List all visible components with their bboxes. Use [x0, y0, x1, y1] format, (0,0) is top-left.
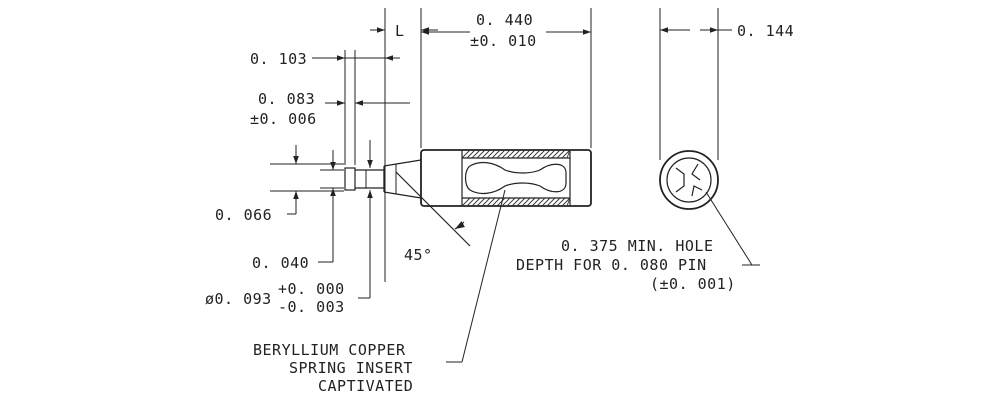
insert-note-line3: CAPTIVATED [318, 377, 413, 395]
hatch-line [561, 149, 571, 159]
insert-note-line2: SPRING INSERT [289, 359, 413, 377]
hatch-line [546, 197, 556, 207]
end-view-outer [659, 150, 719, 210]
dim-0083-tol: ±0. 006 [250, 110, 317, 128]
dim-body-length-tol: ±0. 010 [470, 32, 537, 50]
hatch-line [476, 197, 486, 207]
dim-body-diameter: 0. 144 [737, 22, 794, 40]
hole-note-line2: DEPTH FOR 0. 080 PIN [516, 256, 707, 274]
hatch-line [551, 149, 561, 159]
hatch-line [526, 149, 536, 159]
hatch-line [486, 197, 496, 207]
hatch-line [521, 197, 531, 207]
hatch-line [556, 197, 566, 207]
hatch-line [471, 197, 481, 207]
hatch-line [481, 149, 491, 159]
chamfer-line [395, 171, 471, 247]
hatch-line [476, 149, 486, 159]
dim-length-label: L [395, 22, 405, 40]
hatch-line [546, 149, 556, 159]
end-view-bore [666, 157, 712, 203]
hatch-line [511, 197, 521, 207]
hatch-line [531, 149, 541, 159]
hatch-line [506, 197, 516, 207]
hatch-line [496, 197, 506, 207]
hatch-line [516, 197, 526, 207]
hatch-line [466, 149, 476, 159]
hatch-line [536, 149, 546, 159]
hatch-line [491, 149, 501, 159]
hatch-line [491, 197, 501, 207]
pin-shank [355, 169, 385, 189]
hatch-line [496, 149, 506, 159]
spring-insert-shape [464, 161, 567, 195]
hatch-line [561, 197, 571, 207]
hatch-line [461, 197, 471, 207]
end-view: 0. 144 0. 375 MIN. HOLE DEPTH FOR 0. 080… [516, 8, 794, 293]
hatch-line [501, 149, 511, 159]
dim-pin-diameter-tol-plus: +0. 000 [278, 280, 345, 298]
hatch-line [566, 197, 571, 207]
dim-pin-diameter: ø0. 093 [205, 290, 272, 308]
hatch-line [541, 149, 551, 159]
dim-pin-diameter-tol-minus: -0. 003 [278, 298, 345, 316]
hatch-line [556, 149, 566, 159]
pin-tip [344, 167, 356, 191]
hatch-line [531, 197, 541, 207]
chamfer-angle-label: 45° [404, 246, 433, 264]
dim-0083: 0. 083 [258, 90, 315, 108]
hatch-line [566, 149, 571, 159]
body-hatching [461, 149, 571, 207]
hatch-line [536, 197, 546, 207]
pin-neck [383, 159, 422, 199]
chamfer-arc [454, 221, 465, 230]
body-outline [420, 149, 592, 207]
insert-leader [461, 189, 506, 363]
hatch-line [466, 197, 476, 207]
side-view: 45° L 0. 440 ±0. 010 0. 103 0. 083 ±0. 0… [205, 8, 592, 395]
hatch-line [516, 149, 526, 159]
hatch-line [506, 149, 516, 159]
insert-note-line1: BERYLLIUM COPPER [253, 341, 406, 359]
hole-leader [705, 191, 753, 266]
spring-fingers [675, 163, 703, 197]
dim-0066: 0. 066 [215, 206, 272, 224]
hatch-line [541, 197, 551, 207]
hatch-line [471, 149, 481, 159]
hatch-line [521, 149, 531, 159]
hatch-line [551, 197, 561, 207]
dim-0040: 0. 040 [252, 254, 309, 272]
hole-note-line1: 0. 375 MIN. HOLE [561, 237, 714, 255]
hatch-line [486, 149, 496, 159]
hatch-line [501, 197, 511, 207]
hatch-line [526, 197, 536, 207]
hole-note-line3: (±0. 001) [650, 275, 736, 293]
dim-body-length: 0. 440 [476, 11, 533, 29]
hatch-line [511, 149, 521, 159]
dim-0103: 0. 103 [250, 50, 307, 68]
hatch-line [481, 197, 491, 207]
hatch-line [461, 149, 471, 159]
